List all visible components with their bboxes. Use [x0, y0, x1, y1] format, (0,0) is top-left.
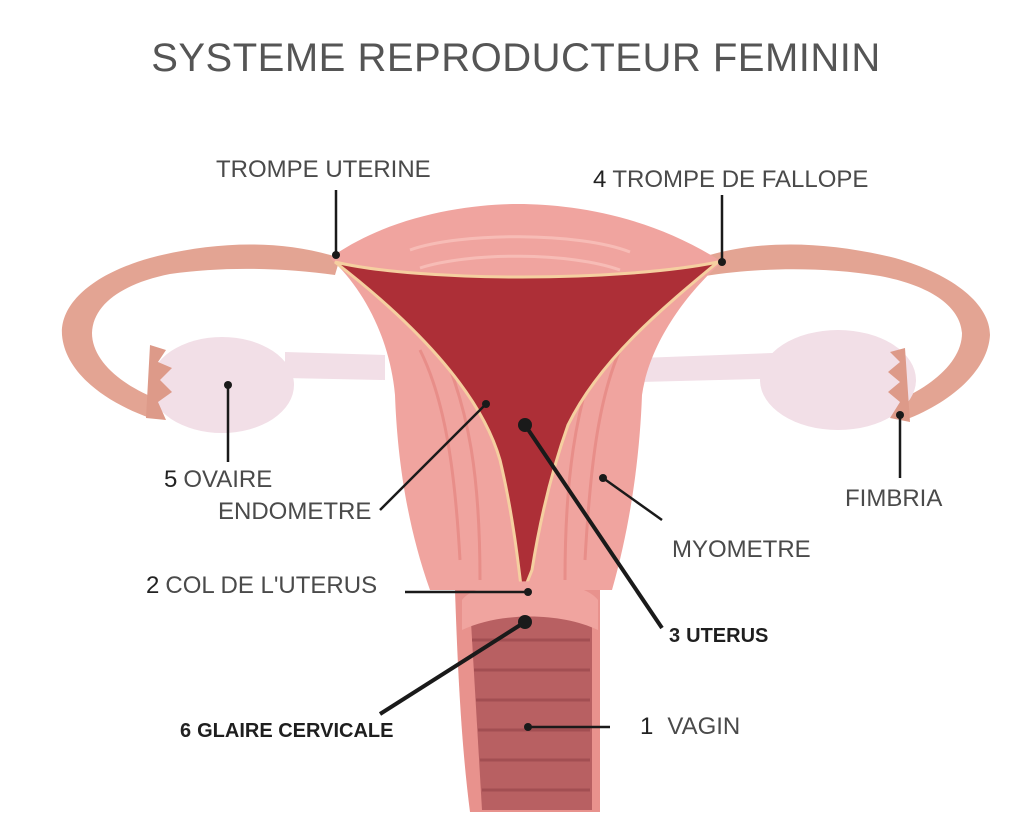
label-fimbria: FIMBRIA — [845, 487, 942, 511]
ovary-left — [150, 337, 294, 433]
label-text: VAGIN — [667, 713, 740, 740]
label-number: 4 — [593, 166, 606, 193]
diagram-title: SYSTEME REPRODUCTEUR FEMININ — [0, 38, 1032, 78]
label-number: 6 — [180, 720, 191, 742]
label-number: 2 — [146, 572, 159, 599]
ovarian-ligament-left — [285, 352, 385, 380]
label-myometre: MYOMETRE — [672, 538, 811, 562]
label-vagin: 1 VAGIN — [640, 715, 740, 739]
label-text: OVAIRE — [183, 466, 272, 493]
label-number: 3 — [669, 625, 680, 647]
label-glaire-cervicale: 6 GLAIRE CERVICALE — [180, 721, 393, 741]
label-number: 5 — [164, 466, 177, 493]
label-endometre: ENDOMETRE — [218, 500, 371, 524]
label-text: UTERUS — [686, 625, 768, 647]
label-uterus: 3 UTERUS — [669, 626, 768, 646]
label-number: 1 — [640, 713, 653, 740]
label-text: GLAIRE CERVICALE — [197, 720, 393, 742]
label-text: COL DE L'UTERUS — [165, 572, 377, 599]
label-text: TROMPE DE FALLOPE — [612, 166, 868, 193]
label-trompe-uterine: TROMPE UTERINE — [216, 158, 431, 182]
